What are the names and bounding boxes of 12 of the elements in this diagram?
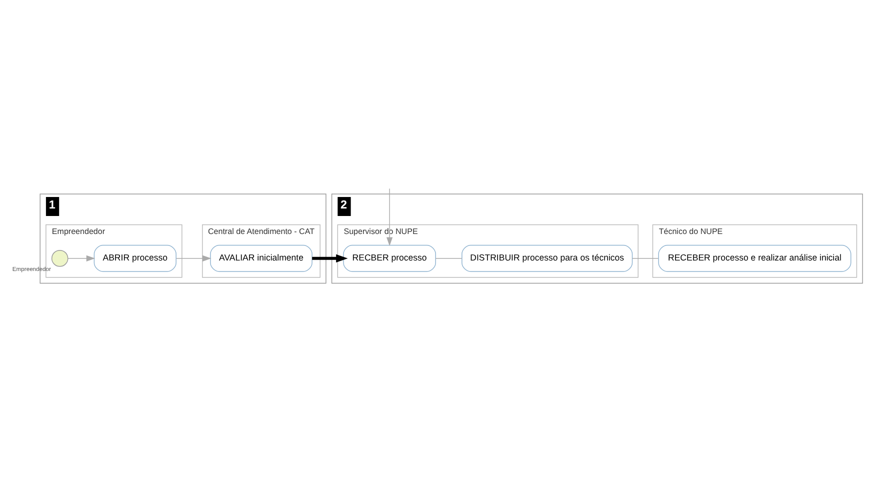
arrow: [176, 255, 212, 262]
node-box: RECBER processo: [343, 244, 436, 272]
connector: [435, 258, 462, 259]
arrow: [312, 254, 348, 262]
node-box: RECEBER processo e realizar análise inicial: [658, 244, 852, 272]
node-box: ABRIR processo: [94, 244, 176, 272]
connector: [632, 258, 659, 259]
arrow: [386, 188, 393, 246]
node-box: DISTRIBUIR processo para os técnicos: [462, 244, 633, 272]
arrow: [68, 255, 96, 262]
node-box: AVALIAR inicialmente: [210, 244, 312, 272]
node-circle: [51, 250, 68, 267]
